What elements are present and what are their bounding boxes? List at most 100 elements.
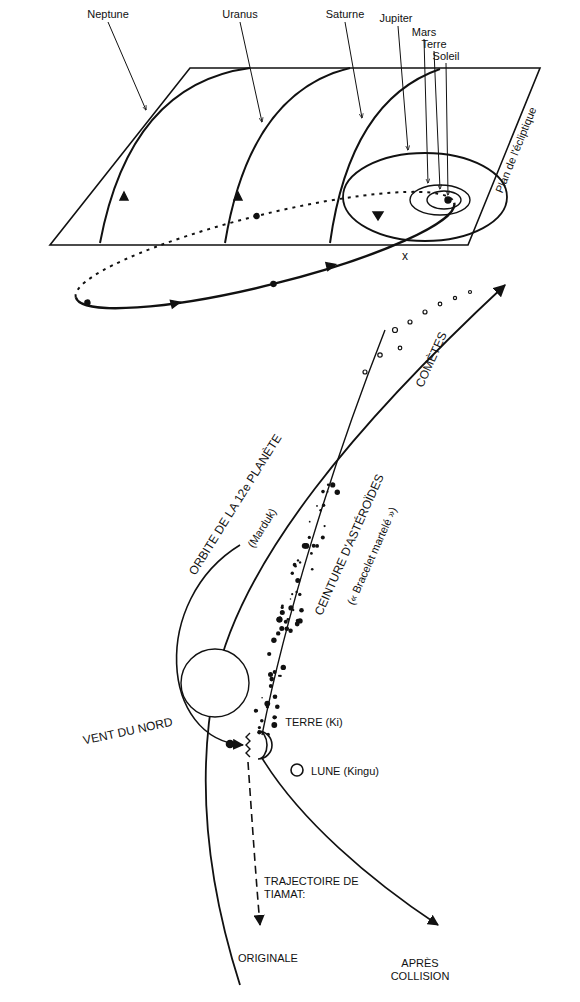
- neptune-orbit: [100, 68, 250, 243]
- asteroid: [279, 626, 284, 631]
- asteroid: [285, 626, 290, 631]
- asteroid: [332, 484, 334, 486]
- moon: [291, 764, 303, 776]
- orbit-label: (Marduk): [245, 506, 279, 550]
- asteroid: [322, 504, 325, 507]
- marduk-orbit-upper: [67, 169, 454, 297]
- trajectory-label: APRÈS COLLISION: [380, 957, 460, 982]
- marduk-orbit-lower: [76, 203, 463, 331]
- asteroid: [294, 565, 297, 568]
- planet-label: Uranus: [222, 8, 257, 21]
- comet-label: COMÈTES: [414, 330, 451, 390]
- asteroid: [316, 505, 318, 507]
- uranus-orbit: [225, 68, 350, 243]
- asteroid: [321, 536, 325, 540]
- asteroid: [299, 608, 304, 613]
- asteroid: [310, 552, 313, 555]
- asteroid: [272, 715, 276, 719]
- asteroid: [319, 509, 322, 512]
- trajectory-label: ORIGINALE: [238, 952, 298, 965]
- asteroid: [269, 684, 273, 688]
- asteroid: [291, 572, 294, 575]
- asteroid: [268, 672, 273, 677]
- orbit-arrow: [120, 192, 128, 200]
- jupiter-orbit: [343, 153, 507, 241]
- asteroid: [297, 559, 299, 561]
- marker-label: x: [402, 250, 408, 264]
- asteroid: [256, 710, 258, 712]
- asteroid: [275, 704, 280, 709]
- asteroid: [321, 490, 325, 494]
- asteroid: [269, 677, 274, 682]
- asteroid: [327, 483, 330, 486]
- asteroid: [260, 719, 264, 723]
- asteroid: [298, 593, 301, 596]
- asteroid-belt-line: [262, 330, 385, 735]
- planet-label: Neptune: [87, 8, 129, 21]
- asteroid: [335, 490, 340, 495]
- orbit-arrow: [373, 212, 383, 220]
- planet-label: Terre: [421, 38, 446, 51]
- planet-label: Jupiter: [379, 12, 412, 25]
- plane-label: Plan de l'écliptique: [493, 105, 539, 194]
- asteroid: [271, 638, 276, 643]
- asteroid: [254, 709, 258, 713]
- marduk-orbit: [206, 285, 505, 985]
- asteroid: [273, 670, 277, 674]
- asteroid: [276, 617, 282, 623]
- asteroid: [258, 726, 261, 729]
- asteroid: [280, 675, 282, 677]
- north-wind: [177, 545, 243, 745]
- asteroid: [315, 544, 319, 548]
- tiamat-after: [262, 758, 438, 925]
- asteroid: [288, 605, 293, 610]
- asteroid: [281, 665, 286, 670]
- asteroid: [261, 697, 263, 699]
- solar-system-top: [50, 22, 540, 334]
- ecliptic-plane: [50, 68, 540, 245]
- asteroid: [280, 610, 285, 615]
- earth-crescent: [258, 731, 272, 759]
- sun: [445, 197, 451, 203]
- asteroid: [266, 705, 269, 708]
- asteroid: [293, 563, 297, 567]
- asteroid: [277, 617, 283, 623]
- orbit-label: ORBITE DE LA 12e PLANÈTE: [187, 432, 285, 578]
- collision-diagram: [177, 285, 505, 985]
- asteroid: [295, 622, 300, 627]
- asteroid: [324, 525, 326, 527]
- planet-label: Mars: [412, 26, 436, 39]
- asteroid: [290, 598, 292, 600]
- asteroid: [291, 593, 293, 595]
- asteroid: [308, 536, 311, 539]
- wind-label: VENT DU NORD: [82, 716, 174, 748]
- asteroid: [281, 606, 284, 609]
- asteroid: [273, 694, 278, 699]
- asteroid: [330, 482, 335, 487]
- saturn-orbit: [330, 69, 440, 243]
- asteroid: [276, 631, 280, 635]
- asteroid: [271, 722, 277, 728]
- asteroid: [311, 568, 314, 571]
- earth-label: TERRE (Ki): [285, 716, 342, 729]
- marduk-planet: [181, 649, 249, 717]
- planet-label: Soleil: [433, 50, 460, 63]
- asteroid: [304, 543, 310, 549]
- asteroid: [274, 716, 277, 719]
- planet-label: Saturne: [326, 8, 365, 21]
- earth-orbit: [427, 191, 461, 209]
- tiamat-original: [248, 762, 260, 925]
- moon-label: LUNE (Kingu): [311, 765, 379, 778]
- asteroid: [309, 521, 311, 523]
- orbit-arrow: [234, 192, 242, 200]
- asteroid: [295, 591, 297, 593]
- asteroid: [267, 652, 271, 656]
- asteroid: [312, 544, 316, 548]
- asteroid: [284, 620, 288, 624]
- asteroid: [295, 578, 300, 583]
- mars-orbit: [410, 185, 470, 215]
- trajectory-label: TRAJECTOIRE DE TIAMAT:: [264, 875, 360, 900]
- asteroid: [288, 629, 292, 633]
- asteroid: [299, 561, 301, 563]
